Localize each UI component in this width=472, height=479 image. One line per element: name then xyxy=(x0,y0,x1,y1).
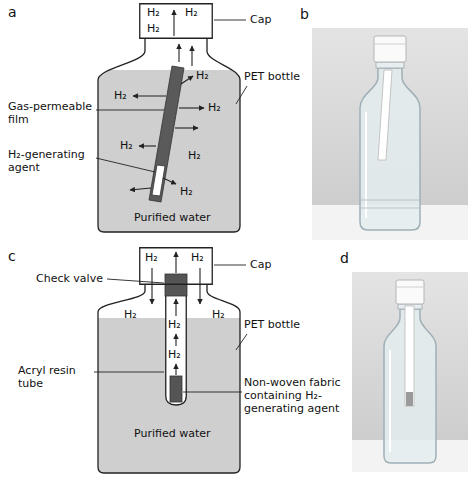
flow-arrow xyxy=(139,145,156,146)
bottle-groove xyxy=(361,208,419,209)
photo-bottle-tube xyxy=(352,272,468,472)
leader-line xyxy=(94,372,164,373)
h2-label: H₂ xyxy=(188,149,201,162)
part-label: PET bottle xyxy=(244,318,300,331)
h2-flow-arrows xyxy=(152,252,200,375)
panel-letter: d xyxy=(340,250,349,267)
leader-line xyxy=(107,279,164,283)
bottle-groove xyxy=(361,200,419,201)
flow-arrow xyxy=(179,107,204,108)
h2-label: H₂ xyxy=(212,308,225,321)
h2-label: H₂ xyxy=(114,89,127,102)
bottle-outline: H₂ H₂ H₂ H₂ H₂ H₂ Purified water xyxy=(96,39,242,234)
flow-arrow xyxy=(173,10,174,36)
photo-background xyxy=(352,272,468,472)
cap-outline xyxy=(140,4,213,39)
flow-arrow xyxy=(175,127,198,128)
tube-outline: H₂ H₂ xyxy=(165,296,187,406)
h2-label: H₂ xyxy=(185,6,198,19)
h2-label: H₂ xyxy=(196,69,209,82)
leader-line xyxy=(236,86,247,104)
flow-arrow xyxy=(151,268,152,304)
bottle-cap xyxy=(374,36,406,62)
water-fill xyxy=(98,318,240,473)
leader-line xyxy=(214,265,246,266)
cap-ridge xyxy=(396,287,424,288)
film-strip xyxy=(378,70,392,160)
node-shape xyxy=(96,39,242,234)
gas-permeable-film xyxy=(149,66,184,202)
water-fill xyxy=(98,70,240,232)
bottle-outline xyxy=(98,39,240,232)
leader-line xyxy=(236,334,247,350)
bottle-body xyxy=(360,68,420,230)
leader-lines xyxy=(96,20,247,172)
h2-label: H₂ xyxy=(168,348,181,361)
leader-line xyxy=(96,158,155,172)
photo-background xyxy=(312,28,468,240)
flow-arrow xyxy=(175,299,176,316)
h2-label: H₂ xyxy=(191,251,204,264)
cap-ridge xyxy=(374,44,406,45)
tube-interior xyxy=(166,296,186,405)
h2-flow-arrows xyxy=(130,10,204,190)
bottle-cap xyxy=(396,280,424,304)
panel-letter: b xyxy=(300,6,309,23)
photo-bottle-film xyxy=(312,28,468,240)
leader-line xyxy=(96,110,164,111)
part-label: Cap xyxy=(250,258,271,271)
part-label: Gas-permeable film xyxy=(8,100,96,126)
cap-outline: H₂ H₂ H₂ xyxy=(139,3,213,39)
check-valve xyxy=(165,274,187,296)
leader-line xyxy=(183,392,242,393)
flow-arrow xyxy=(181,76,193,84)
part-label: H₂-generating agent xyxy=(8,148,96,174)
tube xyxy=(405,306,414,406)
flow-arrow xyxy=(191,46,192,66)
water-label: Purified water xyxy=(134,427,211,440)
flow-arrow xyxy=(175,364,176,375)
bottle-outline xyxy=(98,285,240,473)
h2-label: H₂ xyxy=(124,308,137,321)
h2-generating-agent xyxy=(152,165,165,196)
water-label: Purified water xyxy=(134,211,211,224)
tube-fabric xyxy=(406,392,413,406)
bottle-outline: H₂ H₂ Purified water H₂ H₂ xyxy=(96,285,242,475)
flow-arrow xyxy=(163,178,176,184)
h2-label: H₂ xyxy=(180,185,193,198)
panel-letter: a xyxy=(8,4,17,21)
leader-line xyxy=(214,20,246,21)
flow-arrow xyxy=(133,95,166,96)
part-label: Check valve xyxy=(36,272,103,285)
cap-outline xyxy=(140,248,213,285)
h2-label: H₂ xyxy=(147,6,160,19)
part-label: PET bottle xyxy=(244,70,300,83)
flow-arrow xyxy=(130,188,151,190)
part-label: Cap xyxy=(250,13,271,26)
bottle-highlight xyxy=(389,350,391,452)
h2-label: H₂ xyxy=(147,22,160,35)
tube-outline xyxy=(166,296,187,405)
part-label: Acryl resin tube xyxy=(18,364,92,390)
h2-label: H₂ xyxy=(120,139,133,152)
non-woven-fabric xyxy=(170,376,182,402)
cap-outline: H₂ H₂ xyxy=(139,247,213,285)
bottle-neck-ring xyxy=(376,62,404,68)
panel-letter: c xyxy=(8,248,16,265)
flow-arrow xyxy=(175,334,176,346)
flow-arrow xyxy=(199,268,200,304)
h2-label: H₂ xyxy=(145,251,158,264)
part-label: Non-woven fabric containing H₂-generatin… xyxy=(244,376,348,416)
flow-arrow xyxy=(178,44,179,62)
h2-label: H₂ xyxy=(168,318,181,331)
bottle-highlight xyxy=(365,112,367,218)
h2-label: H₂ xyxy=(208,101,221,114)
flow-arrow xyxy=(175,252,176,273)
